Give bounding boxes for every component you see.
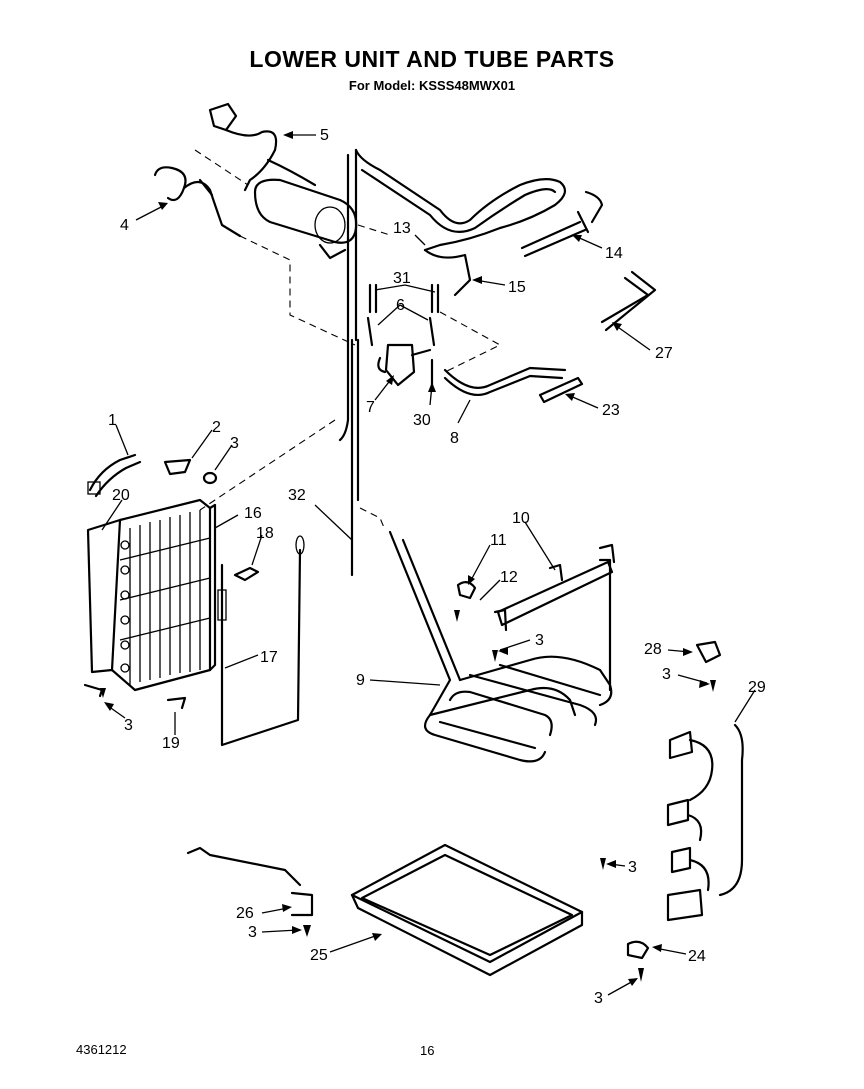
callout-6: 6 xyxy=(396,297,405,314)
callout-13: 13 xyxy=(393,220,411,237)
callout-23: 23 xyxy=(602,402,620,419)
callout-20: 20 xyxy=(112,487,130,504)
tube-part-4 xyxy=(153,166,242,238)
tube-part-5 xyxy=(208,102,317,192)
callout-1: 1 xyxy=(108,412,117,429)
model-subtitle: For Model: KSSS48MWX01 xyxy=(348,78,516,93)
callout-10: 10 xyxy=(512,510,530,527)
page-number: 16 xyxy=(420,1043,435,1058)
tube-part-13 xyxy=(354,148,567,297)
callout-2: 2 xyxy=(212,419,221,436)
tube-part-8 xyxy=(443,366,567,396)
callout-25: 25 xyxy=(310,947,328,964)
callout-3-mid: 3 xyxy=(535,632,544,649)
heater-part-9 xyxy=(388,530,613,763)
bracket-part-10 xyxy=(456,543,616,632)
callout-labels: 5 4 13 14 15 27 31 6 7 30 8 23 1 2 3 20 … xyxy=(108,127,766,1007)
callout-30: 30 xyxy=(413,412,431,429)
callout-15: 15 xyxy=(508,279,526,296)
callout-26: 26 xyxy=(236,905,254,922)
tube-part-14 xyxy=(520,190,604,258)
page-title: LOWER UNIT AND TUBE PARTS xyxy=(249,46,615,72)
condenser-coil xyxy=(86,498,217,692)
callout-17: 17 xyxy=(260,649,278,666)
callout-24: 24 xyxy=(688,948,706,965)
callout-32: 32 xyxy=(288,487,306,504)
callout-5: 5 xyxy=(320,127,329,144)
document-number: 4361212 xyxy=(76,1042,127,1057)
callout-7: 7 xyxy=(366,399,375,416)
callout-3-lower-left: 3 xyxy=(248,924,257,941)
assembly-dashed-lines xyxy=(194,149,502,531)
right-side-parts xyxy=(626,640,744,960)
callout-3-top: 3 xyxy=(230,435,239,452)
tube-part-27 xyxy=(600,270,657,332)
callout-18: 18 xyxy=(256,525,274,542)
callout-11: 11 xyxy=(490,532,507,549)
callout-4: 4 xyxy=(120,217,129,234)
callout-28: 28 xyxy=(644,641,662,658)
clip-parts xyxy=(83,566,260,710)
callout-3-right: 3 xyxy=(662,666,671,683)
leader-lines xyxy=(101,131,756,996)
callout-27: 27 xyxy=(655,345,673,362)
callout-3-lower-right: 3 xyxy=(628,859,637,876)
strip-part-23 xyxy=(538,376,584,404)
callout-12: 12 xyxy=(500,569,518,586)
callout-31: 31 xyxy=(393,270,411,287)
callout-9: 9 xyxy=(356,672,365,689)
screws xyxy=(100,610,716,982)
callout-8: 8 xyxy=(450,430,459,447)
drier-cylinder xyxy=(253,178,358,260)
callout-19: 19 xyxy=(162,735,180,752)
suction-tube-vertical xyxy=(338,148,360,577)
callout-16: 16 xyxy=(244,505,262,522)
drain-pan-part-25 xyxy=(350,843,584,977)
wire-part-26 xyxy=(186,846,314,917)
callout-3-bottom: 3 xyxy=(594,990,603,1007)
callout-14: 14 xyxy=(605,245,623,262)
valve-assembly xyxy=(366,283,440,387)
fan-motor-parts xyxy=(87,453,218,498)
callout-3-left: 3 xyxy=(124,717,133,734)
wire-part-17 xyxy=(217,535,305,747)
callout-29: 29 xyxy=(748,679,766,696)
